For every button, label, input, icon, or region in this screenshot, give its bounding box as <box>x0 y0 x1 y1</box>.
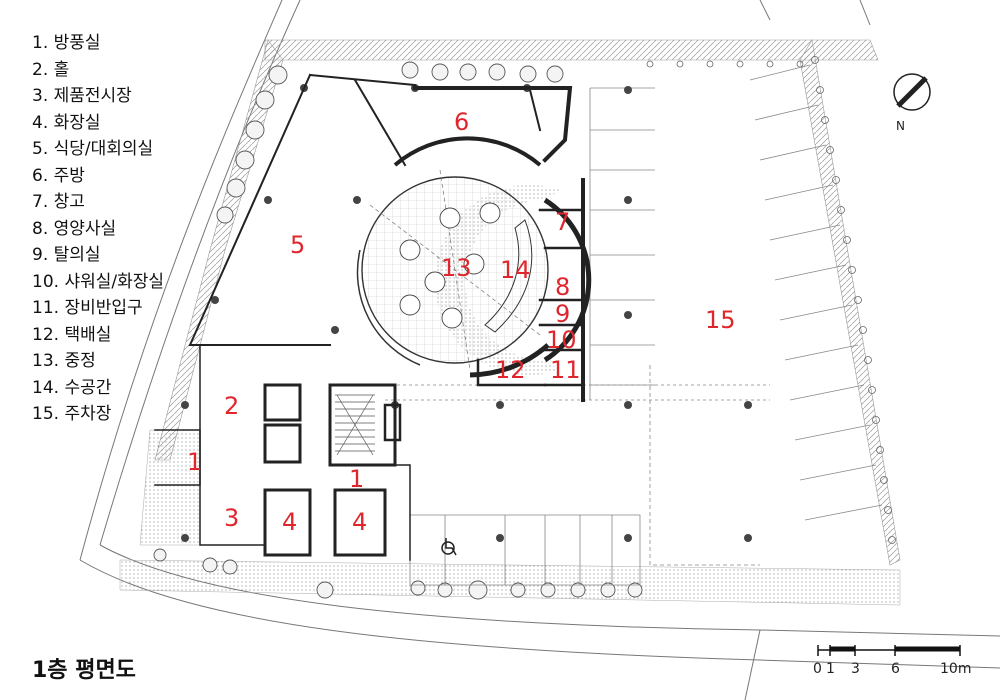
legend-item: 1. 방풍실 <box>32 33 101 53</box>
legend-item: 7. 창고 <box>32 192 85 212</box>
room-number: 1 <box>187 448 202 476</box>
courtyard-trees <box>399 202 501 329</box>
room-number: 5 <box>290 231 305 259</box>
walls <box>154 73 585 561</box>
room-number: 3 <box>224 504 239 532</box>
room-number: 13 <box>441 254 472 282</box>
legend-item: 11. 장비반입구 <box>32 298 143 318</box>
legend-item: 4. 화장실 <box>32 112 101 133</box>
water-space <box>484 219 533 333</box>
courtyard <box>356 136 592 378</box>
legend-item: 14. 수공간 <box>32 377 112 398</box>
room-number: 8 <box>555 273 570 301</box>
room-number: 4 <box>282 508 297 536</box>
room-number: 4 <box>352 508 367 536</box>
scale-tick-label: 1 <box>826 661 835 677</box>
legend-item: 5. 식당/대회의실 <box>32 139 154 159</box>
room-number: 14 <box>500 256 531 284</box>
room-number: 9 <box>555 300 570 328</box>
stair <box>335 394 375 456</box>
scale-tick-label: 0 <box>813 661 822 677</box>
room-number: 6 <box>454 108 469 136</box>
room-number: 2 <box>224 392 239 420</box>
room-legend: 1. 방풍실 2. 홀 3. 제품전시장 4. 화장실 5. 식당/대회의실 6… <box>32 30 164 428</box>
plan-title: 1층 평면도 <box>32 658 136 683</box>
shrub-row <box>646 56 896 544</box>
accessible-parking-icon <box>441 538 457 556</box>
scale-tick-label: 3 <box>851 661 860 677</box>
legend-item: 8. 영양사실 <box>32 218 117 239</box>
legend-item: 3. 제품전시장 <box>32 86 132 106</box>
legend-item: 2. 홀 <box>32 59 70 80</box>
legend-item: 12. 택배실 <box>32 324 112 345</box>
north-arrow: N <box>893 73 931 133</box>
room-number: 12 <box>495 356 526 384</box>
room-number: 15 <box>705 306 736 334</box>
scale-tick-label: 10m <box>940 661 972 677</box>
scale-bar <box>817 645 961 656</box>
trees <box>153 61 643 600</box>
parking-stalls <box>385 64 883 586</box>
legend-item: 6. 주방 <box>32 165 85 186</box>
room-numbers: 1 1 2 3 4 4 5 6 7 8 9 10 11 12 13 14 15 <box>187 108 736 536</box>
legend-item: 15. 주차장 <box>32 404 112 424</box>
north-label: N <box>896 119 905 133</box>
landscape <box>119 39 901 606</box>
legend-item: 13. 중정 <box>32 351 96 371</box>
legend-item: 9. 탈의실 <box>32 245 101 265</box>
legend-item: 10. 샤워실/화장실 <box>32 271 165 292</box>
room-number: 10 <box>546 326 577 354</box>
room-number: 7 <box>555 208 570 236</box>
scale-tick-label: 6 <box>891 661 900 677</box>
room-number: 11 <box>550 356 581 384</box>
room-number: 1 <box>349 465 364 493</box>
